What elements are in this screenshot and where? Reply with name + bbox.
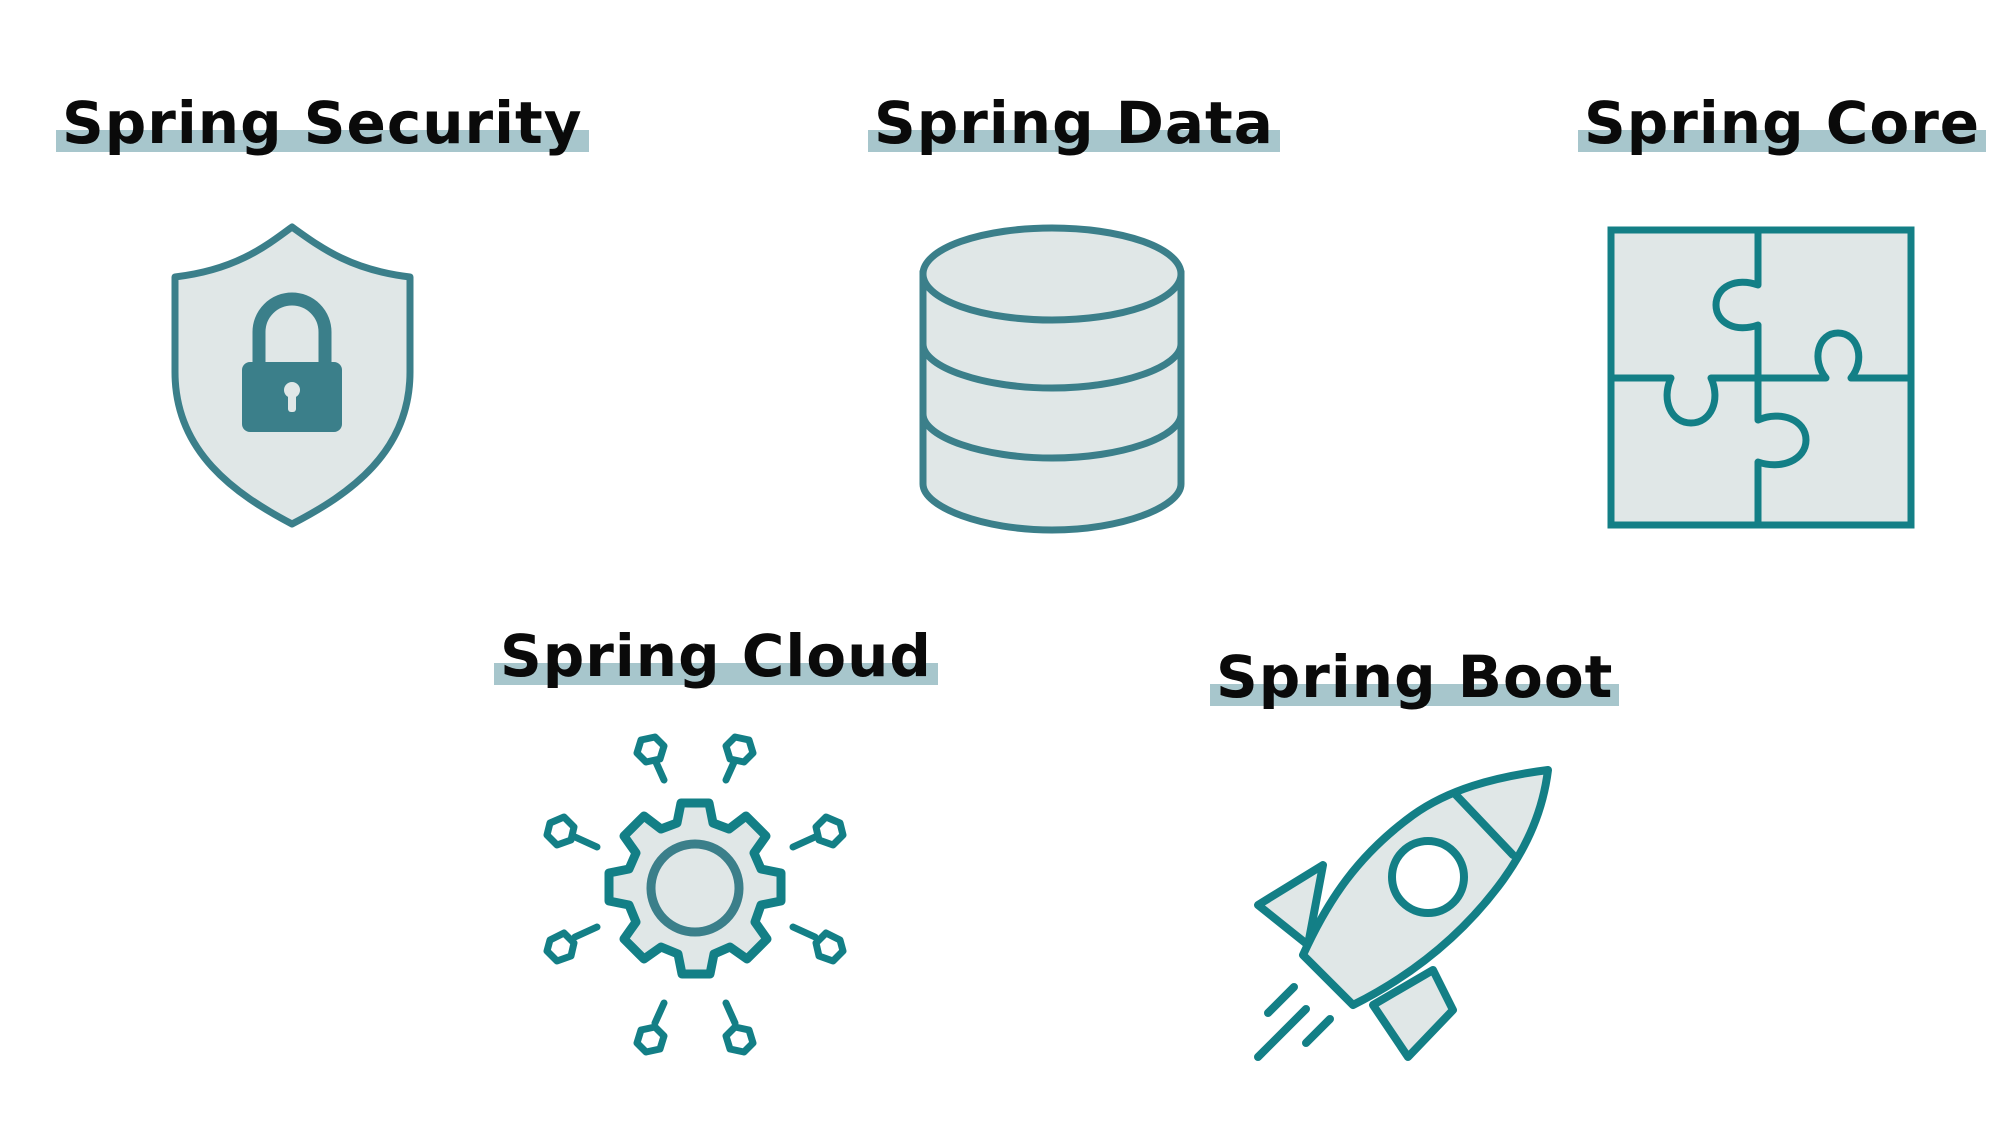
- label-spring-cloud: Spring Cloud: [494, 627, 938, 685]
- rocket-icon: [1254, 766, 1552, 1061]
- shield-lock-icon: [171, 223, 414, 528]
- puzzle-icon: [1607, 226, 1915, 529]
- label-spring-core: Spring Core: [1578, 94, 1987, 152]
- label-spring-boot: Spring Boot: [1210, 648, 1620, 706]
- cloud-gear-network-icon: [543, 733, 847, 1056]
- database-icon: [919, 224, 1185, 534]
- label-spring-security: Spring Security: [56, 94, 589, 152]
- label-spring-data: Spring Data: [868, 94, 1280, 152]
